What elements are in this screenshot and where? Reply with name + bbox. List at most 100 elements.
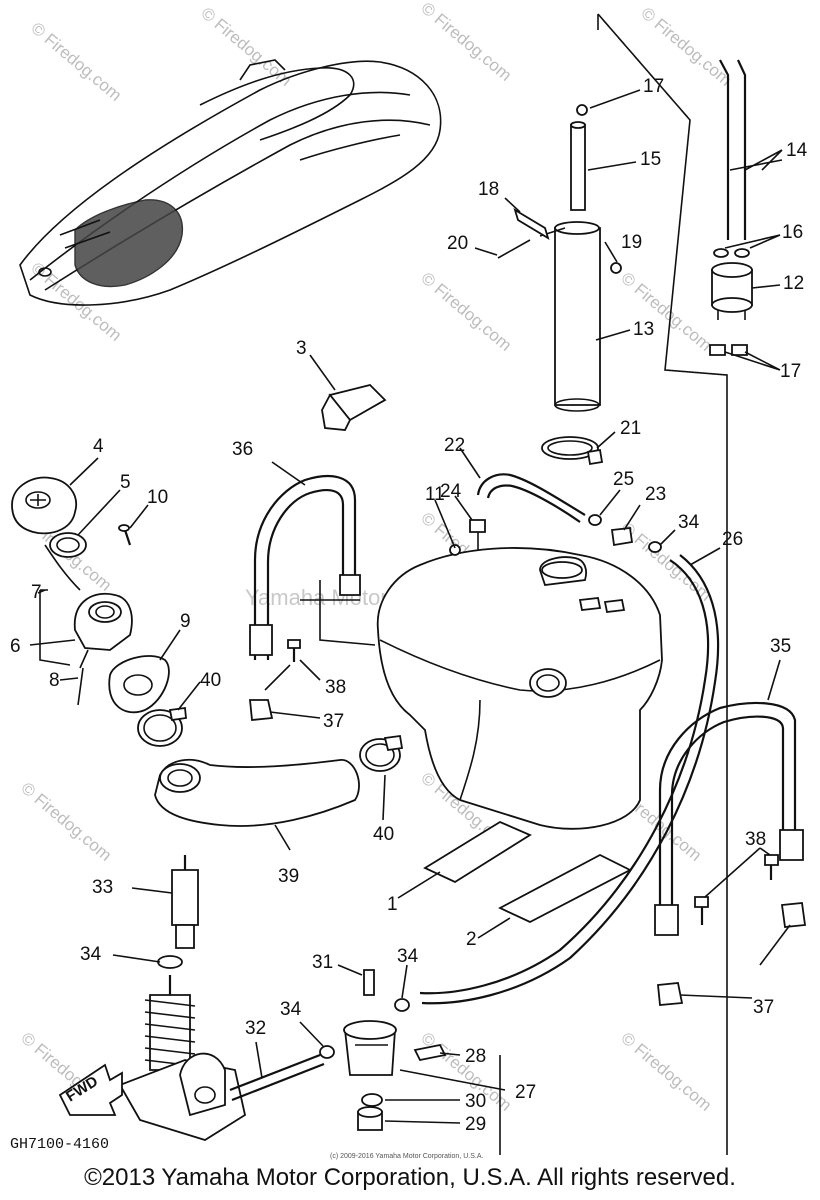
callout-36: 36 (232, 439, 253, 460)
callout-34: 34 (678, 512, 700, 533)
part-35-tank-strap (654, 701, 804, 936)
watermark-text: © Firedog.com (197, 4, 295, 90)
part-26-vent-hose (419, 554, 720, 1005)
callout-26: 26 (722, 529, 743, 550)
part-38-bolt (287, 639, 301, 662)
part-34-clip (394, 998, 410, 1012)
callout-38: 38 (745, 829, 766, 850)
frame-outline (300, 13, 728, 1155)
callout-27: 27 (515, 1082, 536, 1103)
callout-5: 5 (120, 472, 131, 493)
callout-25: 25 (613, 469, 634, 490)
part-1-pad (423, 820, 532, 884)
callout-16: 16 (782, 222, 803, 243)
callout-7: 7 (31, 582, 42, 603)
callout-33: 33 (92, 877, 113, 898)
part-24-fitting (469, 519, 486, 550)
part-25-fitting (588, 514, 602, 526)
part-29-drain-plug (357, 1106, 383, 1131)
watermark-text: © Firedog.com (617, 269, 715, 355)
callout-18: 18 (478, 179, 499, 200)
watermark-text: © Firedog.com (17, 779, 115, 865)
fwd-arrow: FWD (58, 1063, 123, 1116)
part-28-bracket (413, 1043, 447, 1062)
callout-34: 34 (280, 999, 302, 1020)
part-11-fuel-tank (376, 544, 663, 830)
part-27-fuel-filter (343, 1020, 397, 1076)
callout-19: 19 (621, 232, 642, 253)
callout-6: 6 (10, 636, 21, 657)
callout-10: 10 (147, 487, 168, 508)
callout-4: 4 (93, 436, 104, 457)
callout-37: 37 (753, 997, 774, 1018)
watermark-text: © Firedog.com (417, 0, 515, 85)
callout-3: 3 (296, 338, 307, 359)
part-23-check-valve (610, 527, 634, 547)
watercraft-hull-illustration (19, 59, 442, 306)
part-6-filler-neck (39, 544, 133, 706)
callout-15: 15 (640, 149, 661, 170)
callout-12: 12 (783, 273, 804, 294)
leader-lines (29, 89, 791, 1155)
callout-34: 34 (80, 944, 102, 965)
callout-38: 38 (325, 677, 346, 698)
part-5-gasket (49, 532, 87, 558)
callout-13: 13 (633, 319, 654, 340)
callout-30: 30 (465, 1091, 486, 1112)
callout-37: 37 (323, 711, 344, 732)
part-32-fuel-hose (229, 1053, 325, 1102)
part-34-clip (157, 955, 183, 969)
callout-20: 20 (447, 233, 468, 254)
watermark-text: © Firedog.com (27, 19, 125, 105)
small-print: (c) 2009-2016 Yamaha Motor Corporation, … (330, 1153, 483, 1160)
callout-11: 11 (425, 484, 445, 505)
part-40-hose-clamp (359, 734, 404, 772)
part-12-fuel-sender (709, 59, 753, 356)
callout-23: 23 (645, 484, 666, 505)
callout-29: 29 (465, 1114, 486, 1135)
callout-17: 17 (643, 76, 664, 97)
part-9-mounting-plate (108, 655, 170, 714)
callout-22: 22 (444, 435, 465, 456)
part-39-filler-hose (154, 758, 360, 827)
callout-28: 28 (465, 1046, 486, 1067)
spring-pedestal (118, 975, 247, 1141)
part-37-clip (657, 902, 807, 1006)
callout-39: 39 (278, 866, 299, 887)
part-40-hose-clamp (137, 706, 187, 747)
callout-8: 8 (49, 670, 60, 691)
part-10-screw (118, 524, 132, 546)
part-13-filler-pipe (497, 104, 622, 412)
part-4-fuel-cap (11, 476, 77, 535)
part-30-o-ring (361, 1093, 383, 1107)
part-36-tank-strap (249, 474, 361, 660)
callout-34: 34 (397, 946, 419, 967)
callout-40: 40 (200, 670, 221, 691)
part-3-bracket (321, 384, 387, 431)
callout-14: 14 (786, 140, 808, 161)
copyright-notice: ©2013 Yamaha Motor Corporation, U.S.A. A… (84, 1164, 736, 1191)
part-33-damper (171, 855, 199, 949)
callout-17: 17 (780, 361, 801, 382)
part-34-clip (648, 541, 662, 553)
part-37-clip (249, 664, 291, 721)
callout-2: 2 (466, 929, 477, 950)
callout-32: 32 (245, 1018, 266, 1039)
callout-numbers: 1 2 3 4 5 6 7 8 9 10 11 12 13 14 15 16 1… (10, 76, 808, 1135)
callout-31: 31 (312, 952, 333, 973)
diagram-code: GH7100-4160 (10, 1136, 109, 1153)
watermark-text: © Firedog.com (417, 269, 515, 355)
part-22-breather-hose (476, 473, 586, 523)
part-38-bolt (694, 854, 779, 925)
watermarks: © Firedog.com © Firedog.com © Firedog.co… (17, 0, 735, 1115)
part-34-clip (319, 1045, 335, 1059)
callout-24: 24 (440, 481, 462, 502)
callout-40: 40 (373, 824, 394, 845)
callout-9: 9 (180, 611, 191, 632)
watermark-text: © Firedog.com (617, 1029, 715, 1115)
part-21-clamp (541, 436, 604, 466)
callout-21: 21 (620, 418, 641, 439)
fuel-system-diagram: © Firedog.com © Firedog.com © Firedog.co… (10, 0, 808, 1160)
callout-1: 1 (387, 894, 398, 915)
part-2-pad (497, 853, 632, 924)
